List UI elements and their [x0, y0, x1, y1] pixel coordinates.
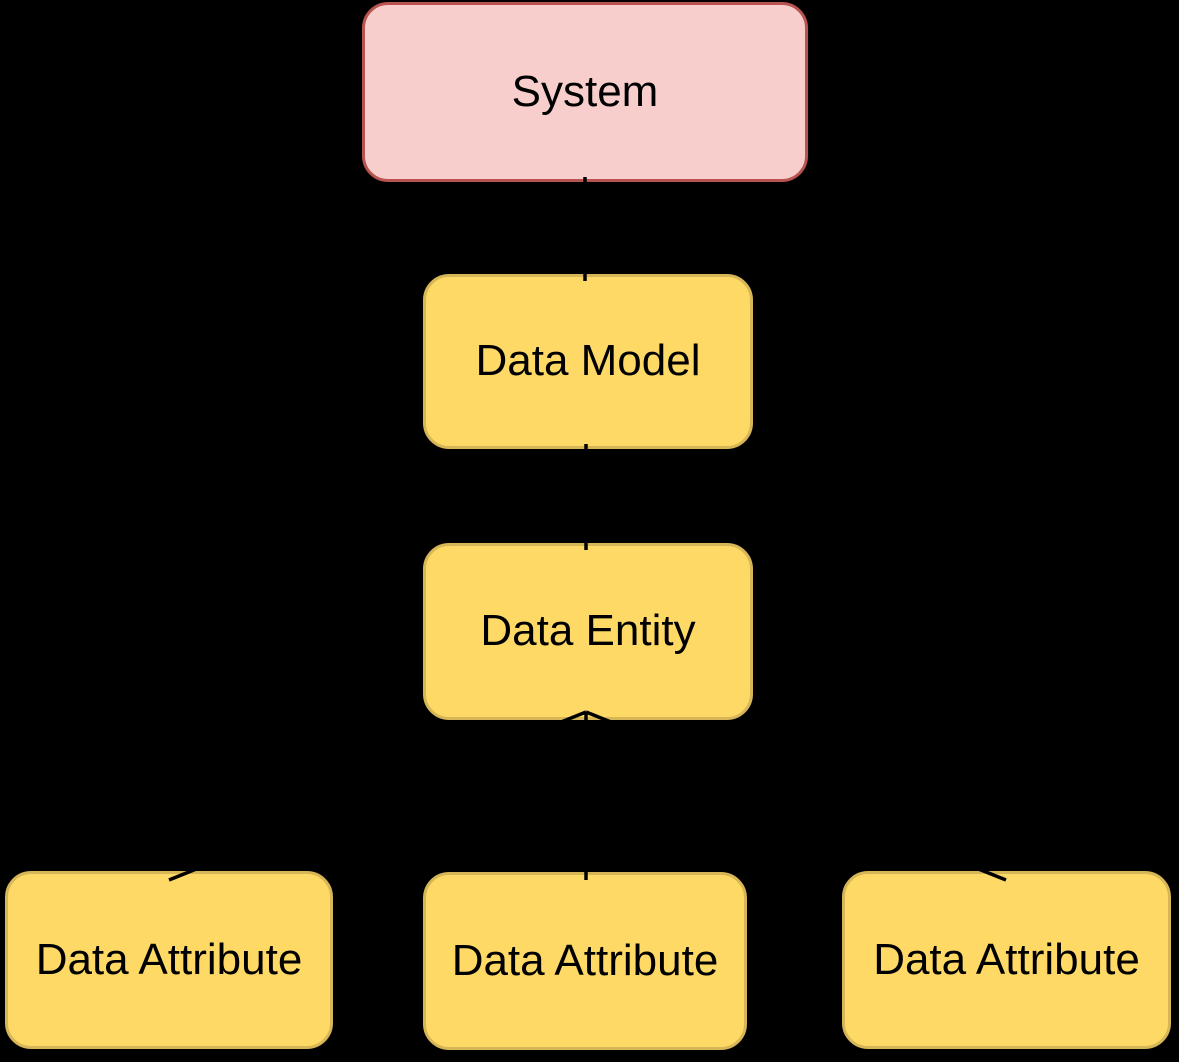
node-data-attribute-right[interactable]: Data Attribute [842, 871, 1171, 1049]
node-data-attribute-middle-label: Data Attribute [451, 935, 719, 985]
node-data-model[interactable]: Data Model [423, 274, 753, 449]
node-system-label: System [511, 66, 659, 116]
node-system[interactable]: System [362, 2, 808, 182]
node-data-attribute-right-label: Data Attribute [873, 934, 1140, 984]
node-data-attribute-left-label: Data Attribute [35, 934, 303, 984]
node-data-entity-label: Data Entity [480, 606, 696, 656]
connector-data-entity-to-data-attribute-left [168, 710, 587, 882]
node-data-attribute-middle[interactable]: Data Attribute [423, 872, 747, 1050]
node-data-model-label: Data Model [475, 336, 701, 386]
node-data-entity[interactable]: Data Entity [423, 543, 753, 720]
connector-data-entity-to-data-attribute-right [585, 710, 1007, 882]
node-data-attribute-left[interactable]: Data Attribute [5, 871, 333, 1049]
